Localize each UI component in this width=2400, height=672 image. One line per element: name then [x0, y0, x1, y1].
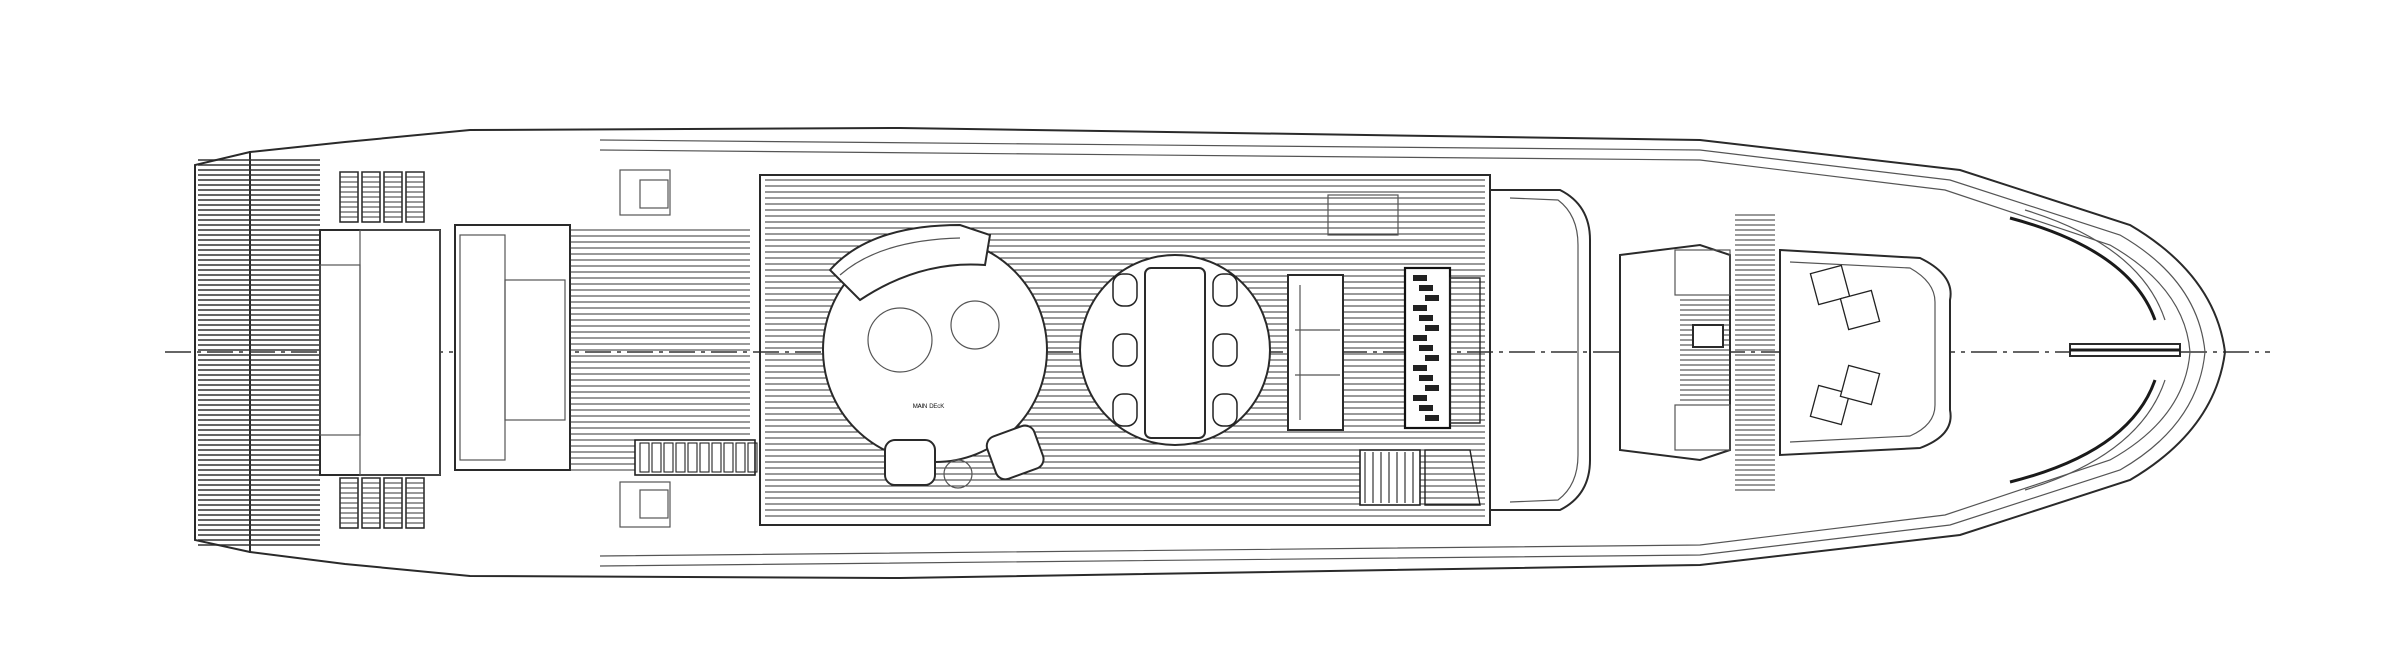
grill-unit [634, 439, 758, 476]
helm-console-top [1327, 194, 1399, 236]
curved-sofa [828, 223, 992, 302]
grill-slot [675, 442, 686, 473]
armchair-left [884, 439, 936, 486]
dash-instrument [1425, 355, 1439, 361]
aft-steps [339, 171, 425, 529]
appliance-top-icon [639, 179, 669, 209]
windshield [1490, 189, 1591, 511]
grill-slot [723, 442, 734, 473]
helm-seat [1287, 274, 1344, 431]
hull-rubrail [599, 139, 2206, 567]
sunpad-cushion-bottom [1674, 404, 1731, 451]
dining-chair [1112, 333, 1138, 367]
bow-pillow [1809, 384, 1851, 426]
dining-chair [1212, 273, 1238, 307]
stair-box [1359, 449, 1421, 506]
dining-chairs [1112, 273, 1238, 427]
helm-dashboard [1403, 266, 1481, 430]
aft-sofa-back [459, 234, 506, 461]
windshield-inner [1509, 197, 1579, 503]
armchair-right [985, 424, 1045, 481]
bow-lounge-inner [1789, 261, 1936, 443]
bow-rail-bottom [2024, 379, 2166, 491]
dash-instrument [1425, 325, 1439, 331]
dash-instrument [1413, 305, 1427, 311]
sunpad-cushion-top [1674, 249, 1731, 296]
grill-slot [663, 442, 674, 473]
hatch [1692, 324, 1724, 348]
grill-slot [651, 442, 662, 473]
dash-instrument [1413, 335, 1427, 341]
grill-slot [639, 442, 650, 473]
swim-platform-edge [194, 151, 251, 553]
bow-cutout-bottom [2009, 379, 2157, 484]
hull-sheer-line [599, 149, 2191, 557]
grill-slot [699, 442, 710, 473]
curved-sofa-back [839, 237, 961, 276]
dining-chair [1112, 393, 1138, 427]
swim-platform-decking [198, 159, 320, 546]
dash-instrument [1419, 285, 1433, 291]
bow-pillow [1839, 289, 1881, 331]
dash-side [1449, 277, 1481, 424]
coffee-table-left [867, 307, 933, 373]
bow-lounge [1779, 248, 1952, 457]
dash-instrument [1413, 365, 1427, 371]
dining-chair [1212, 333, 1238, 367]
grill-slot [735, 442, 746, 473]
coffee-table-right [950, 300, 1000, 350]
dash-instrument [1425, 415, 1439, 421]
aft-sofa [454, 224, 571, 471]
aft-deck-teak [570, 229, 750, 471]
stairs [1359, 449, 1481, 506]
grill-slot [687, 442, 698, 473]
appliance-bottom-icon [639, 489, 669, 519]
appliance-bottom [619, 481, 671, 528]
dining-table [1144, 267, 1206, 439]
grill-slot [747, 442, 758, 473]
dining-chair [1212, 393, 1238, 427]
dining-chair [1112, 273, 1138, 307]
dash-instrument [1419, 345, 1433, 351]
bow-pillows [1809, 264, 1881, 426]
bow-rail-top [2024, 209, 2166, 321]
saloon-label: ᴹᴬᴵᴺ ᴰᴱᶜᴷ [913, 402, 944, 412]
hull-outline [249, 126, 2227, 580]
dash-instrument [1425, 295, 1439, 301]
bow-pillow [1809, 264, 1851, 306]
grill-slot [711, 442, 722, 473]
bow-cutout-top [2009, 216, 2157, 321]
grill-body [634, 439, 756, 476]
dash-instrument [1419, 405, 1433, 411]
aft-bench [359, 229, 441, 476]
main-deck-frame [759, 174, 1491, 526]
dash-instrument [1413, 395, 1427, 401]
aft-cockpit [319, 229, 441, 476]
stair-landing [1424, 449, 1481, 506]
dash-instrument [1425, 385, 1439, 391]
side-table [943, 459, 973, 489]
dash-instrument [1419, 375, 1433, 381]
dash-instrument [1419, 315, 1433, 321]
bow-pillow [1839, 364, 1881, 406]
dash-instrument [1413, 275, 1427, 281]
appliance-top [619, 169, 671, 216]
